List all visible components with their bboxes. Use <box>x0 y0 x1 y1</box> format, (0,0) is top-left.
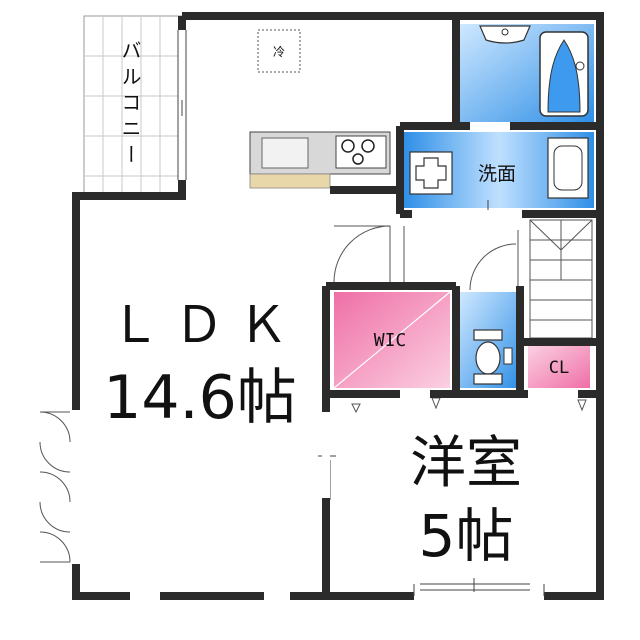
toilet <box>473 329 513 385</box>
bath-sink <box>479 25 531 44</box>
washroom-label: 洗面 <box>478 163 516 185</box>
stairs <box>529 219 593 339</box>
bathtub <box>539 31 589 117</box>
balcony-door-frame <box>177 30 187 180</box>
bedroom-name-label: 洋室 <box>410 431 522 496</box>
kitchen-counter <box>249 131 391 189</box>
fridge-label: 冷 <box>273 45 285 59</box>
balcony-area <box>83 15 183 197</box>
left-windows <box>39 411 71 563</box>
fridge-space <box>257 29 301 73</box>
bedroom-size-label: 5帖 <box>419 502 514 570</box>
wall-ticks <box>413 584 545 596</box>
balcony-label: バルコニー <box>118 40 142 170</box>
door-marks <box>351 397 587 414</box>
svg-text:バルコニー: バルコニー <box>118 40 142 170</box>
door-swings <box>333 225 519 291</box>
ldk-name-label: ＬＤＫ <box>110 296 302 354</box>
closet-label: CL <box>549 358 569 378</box>
washing-machine <box>409 151 453 195</box>
wic-label: WIC <box>374 330 407 351</box>
washroom-vanity <box>547 137 589 199</box>
closet-area <box>528 346 590 388</box>
ldk-size-label: 14.6帖 <box>103 363 297 433</box>
